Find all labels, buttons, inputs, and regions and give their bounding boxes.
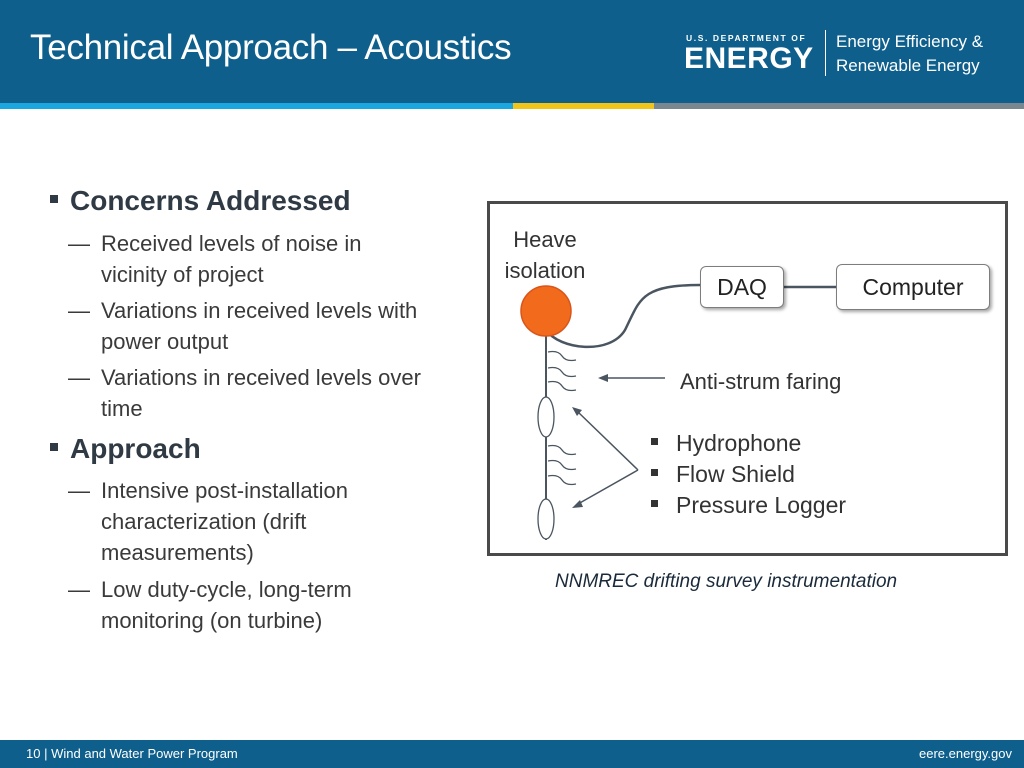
daq-label: DAQ <box>717 274 767 300</box>
instrument-label: Hydrophone <box>676 430 802 456</box>
sub-bullet-text: Low duty-cycle, long-term monitoring (on… <box>101 577 352 633</box>
dash-glyph: — <box>68 298 90 323</box>
header-stripe-gray <box>654 103 1024 109</box>
instrument-arrow-upper <box>577 411 639 471</box>
sub-bullet-text: Received levels of noise in vicinity of … <box>101 231 362 287</box>
sub-bullet-text: Variations in received levels over time <box>101 365 421 421</box>
bullet-square-icon <box>50 442 58 451</box>
instrument-label: Pressure Logger <box>676 492 847 518</box>
dash-glyph: — <box>68 365 90 390</box>
slide-header: Technical Approach – Acoustics U.S. DEPA… <box>0 0 1024 103</box>
footer-program: 10 | Wind and Water Power Program <box>26 746 238 761</box>
bullet-square-icon <box>50 194 58 203</box>
list-item: Hydrophone <box>651 428 846 459</box>
sub-bullet: — Intensive post-installation characteriz… <box>68 475 438 568</box>
heave-isolation-label: Heave isolation <box>504 227 586 283</box>
header-stripe-yellow <box>513 103 654 109</box>
heave-isolation-float-icon <box>520 285 572 337</box>
office-name-line2: Renewable Energy <box>836 56 980 75</box>
dash-glyph: — <box>68 577 90 602</box>
instrument-pod-upper-icon <box>537 396 555 438</box>
anti-strum-faring-label: Anti-strum faring <box>680 369 842 394</box>
bullet-square-icon <box>651 500 658 508</box>
slide-footer: 10 | Wind and Water Power Program eere.e… <box>0 740 1024 768</box>
instrumentation-diagram-frame <box>487 201 1008 556</box>
dash-glyph: — <box>68 478 90 503</box>
bullet-square-icon <box>651 438 658 446</box>
instrument-pod-lower-icon <box>537 498 555 540</box>
diagram-caption: NNMREC drifting survey instrumentation <box>555 571 898 592</box>
sub-bullet: — Variations in received levels with powe… <box>68 295 438 357</box>
bullet-concerns: Concerns Addressed <box>50 185 351 217</box>
doe-logo-wordmark: ENERGY <box>684 42 814 75</box>
sub-bullet: — Received levels of noise in vicinity of… <box>68 228 438 290</box>
bullet-label: Concerns Addressed <box>70 185 351 216</box>
page-number: 10 <box>26 746 41 761</box>
bullet-label: Approach <box>70 433 201 464</box>
computer-label: Computer <box>862 274 964 300</box>
sub-bullet-text: Intensive post-installation characteriza… <box>101 478 349 565</box>
office-name-line1: Energy Efficiency & <box>836 32 984 51</box>
cable-line <box>544 283 701 349</box>
sub-bullet: — Variations in received levels over time <box>68 362 438 424</box>
anti-strum-faring-icon <box>547 350 577 486</box>
instrument-label: Flow Shield <box>676 461 795 487</box>
program-name: Wind and Water Power Program <box>51 746 238 761</box>
slide-title: Technical Approach – Acoustics <box>30 28 512 67</box>
arrowhead-icon <box>572 500 583 508</box>
list-item: Pressure Logger <box>651 490 846 521</box>
bullet-approach: Approach <box>50 433 201 465</box>
daq-box: DAQ <box>700 266 784 308</box>
footer-separator: | <box>44 746 48 761</box>
dash-glyph: — <box>68 231 90 256</box>
list-item: Flow Shield <box>651 459 846 490</box>
footer-url[interactable]: eere.energy.gov <box>919 746 1012 761</box>
computer-box: Computer <box>836 264 990 310</box>
arrowhead-icon <box>598 374 608 382</box>
sub-bullet-text: Variations in received levels with power… <box>101 298 418 354</box>
doe-logo-subtitle: U.S. DEPARTMENT OF <box>686 33 807 43</box>
arrowhead-icon <box>572 407 582 416</box>
bullet-square-icon <box>651 469 658 477</box>
sub-bullet: — Low duty-cycle, long-term monitoring (o… <box>68 574 438 636</box>
instrument-list: Hydrophone Flow Shield Pressure Logger <box>651 428 846 521</box>
logo-divider <box>825 30 826 76</box>
instrument-arrow-lower <box>577 469 639 505</box>
header-stripe-blue <box>0 103 513 109</box>
